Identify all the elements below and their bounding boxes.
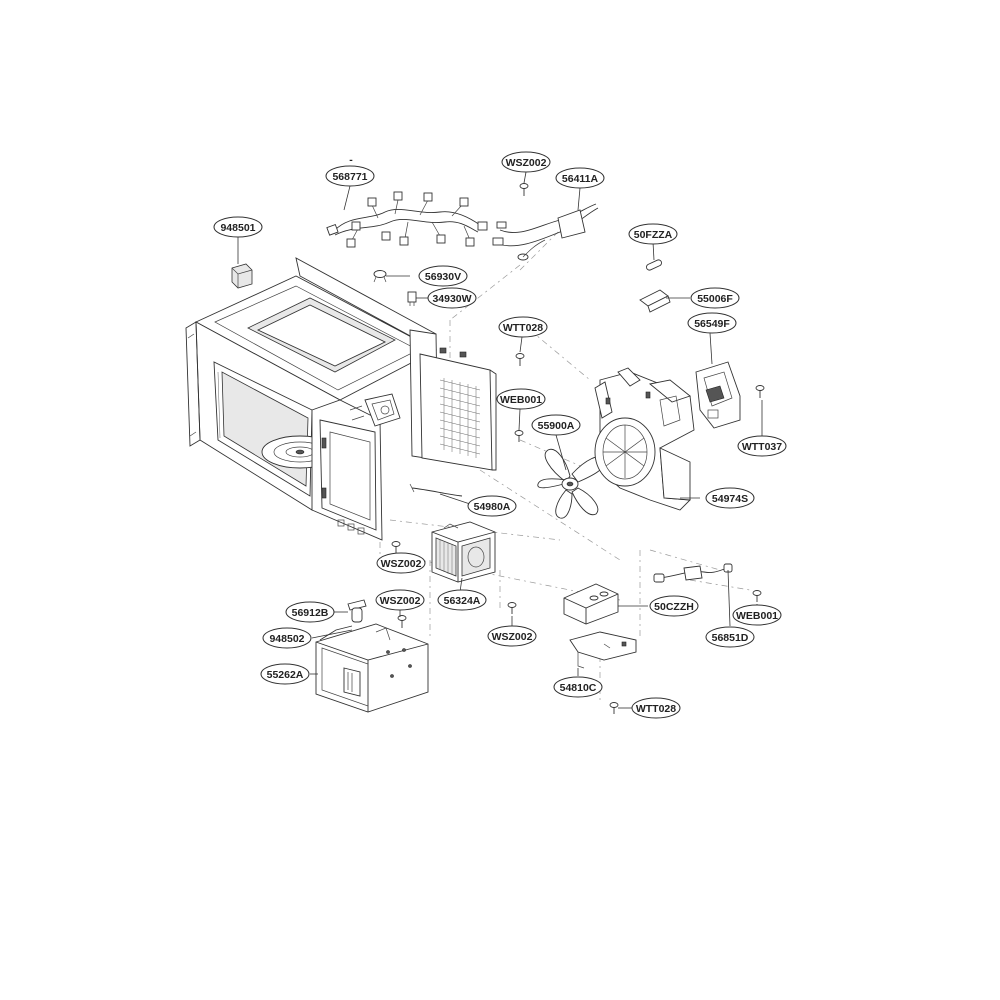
callout-56549f[interactable]: 56549F xyxy=(687,312,737,334)
label-wsz002-low: WSZ002 xyxy=(380,595,421,607)
screw-wtt028-low xyxy=(609,702,619,714)
label-wsz002-top: WSZ002 xyxy=(506,157,547,169)
bracket-54810c xyxy=(569,631,637,669)
screw-wsz002-left xyxy=(391,541,401,554)
callout-wtt028-low[interactable]: WTT028 xyxy=(631,697,681,719)
callout-56851d[interactable]: 56851D xyxy=(705,626,755,648)
label-wsz002-mid: WSZ002 xyxy=(492,631,533,643)
label-wsz002-left: WSZ002 xyxy=(381,558,422,570)
label-56912b: 56912B xyxy=(292,607,329,619)
thermistor-56912b xyxy=(347,599,367,623)
diode-56851d xyxy=(653,563,733,583)
oven-cavity-chassis xyxy=(185,257,497,541)
screw-web001-right xyxy=(752,590,762,602)
wire-54980a xyxy=(409,483,463,497)
leader-lines xyxy=(237,171,763,709)
label-54980a: 54980A xyxy=(474,501,511,513)
callout-web001-mid[interactable]: WEB001 xyxy=(496,388,546,410)
base-box-55262a xyxy=(315,623,429,713)
callout-54810c[interactable]: 54810C xyxy=(553,676,603,698)
callout-56411a[interactable]: 56411A xyxy=(555,167,605,189)
label-568771: 568771 xyxy=(332,171,367,183)
callout-55900a[interactable]: 55900A xyxy=(531,414,581,436)
callout-34930w[interactable]: 34930W xyxy=(427,287,477,309)
wire-harness-568771 xyxy=(326,191,488,248)
label-54810c: 54810C xyxy=(560,682,597,694)
callout-55006f[interactable]: 55006F xyxy=(690,287,740,309)
thermostat-56930v xyxy=(373,270,387,283)
fuse-holder-55006f xyxy=(639,289,671,313)
label-wtt028-low: WTT028 xyxy=(636,703,676,715)
top-mark: - xyxy=(349,154,353,166)
label-55262a: 55262A xyxy=(267,669,304,681)
bracket-56549f xyxy=(695,361,741,429)
fan-bracket-54974s xyxy=(594,367,695,511)
callout-wtt037[interactable]: WTT037 xyxy=(737,435,787,457)
label-50czzh: 50CZZH xyxy=(654,601,694,613)
callout-56912b[interactable]: 56912B xyxy=(285,601,335,623)
label-56324a: 56324A xyxy=(444,595,481,607)
block-948501 xyxy=(231,263,253,289)
label-56930v: 56930V xyxy=(425,271,461,283)
callout-54974s[interactable]: 54974S xyxy=(705,487,755,509)
label-948502: 948502 xyxy=(269,633,304,645)
screw-wsz002-top xyxy=(519,183,529,196)
transformer-56324a xyxy=(431,521,496,583)
screw-wtt037 xyxy=(755,385,765,398)
label-wtt028-top: WTT028 xyxy=(503,322,543,334)
callout-56324a[interactable]: 56324A xyxy=(437,589,487,611)
screw-wsz002-low xyxy=(397,615,407,628)
label-34930w: 34930W xyxy=(432,293,471,305)
callout-948502[interactable]: 948502 xyxy=(262,627,312,649)
fan-blade-55900a xyxy=(537,448,606,519)
callout-55262a[interactable]: 55262A xyxy=(260,663,310,685)
label-55900a: 55900A xyxy=(538,420,575,432)
callout-56930v[interactable]: 56930V xyxy=(418,265,468,287)
label-56411a: 56411A xyxy=(562,173,599,185)
callout-wsz002-low[interactable]: WSZ002 xyxy=(375,589,425,611)
callout-wsz002-mid[interactable]: WSZ002 xyxy=(487,625,537,647)
fuse-50fzza xyxy=(646,259,662,271)
screw-web001-mid xyxy=(514,430,524,442)
callout-wsz002-top[interactable]: WSZ002 xyxy=(501,151,551,173)
callout-wsz002-left[interactable]: WSZ002 xyxy=(376,552,426,574)
label-56851d: 56851D xyxy=(712,632,749,644)
label-wtt037: WTT037 xyxy=(742,441,782,453)
screw-wsz002-mid xyxy=(507,602,517,614)
callout-54980a[interactable]: 54980A xyxy=(467,495,517,517)
screw-wtt028-top xyxy=(515,353,525,366)
label-web001-mid: WEB001 xyxy=(500,394,542,406)
label-web001-right: WEB001 xyxy=(736,610,778,622)
label-54974s: 54974S xyxy=(712,493,748,505)
label-50fzza: 50FZZA xyxy=(634,229,673,241)
callout-948501[interactable]: 948501 xyxy=(213,216,263,238)
callout-50czzh[interactable]: 50CZZH xyxy=(649,595,699,617)
callout-web001-right[interactable]: WEB001 xyxy=(732,604,782,626)
label-55006f: 55006F xyxy=(697,293,733,305)
callout-568771[interactable]: 568771 xyxy=(325,165,375,187)
label-948501: 948501 xyxy=(220,222,255,234)
capacitor-50czzh xyxy=(563,583,619,625)
vent-holes xyxy=(439,378,481,458)
callout-50fzza[interactable]: 50FZZA xyxy=(628,223,678,245)
switch-34930w xyxy=(407,291,417,306)
lead-wire-56411a xyxy=(492,203,599,261)
label-56549f: 56549F xyxy=(694,318,730,330)
callout-wtt028-top[interactable]: WTT028 xyxy=(498,316,548,338)
